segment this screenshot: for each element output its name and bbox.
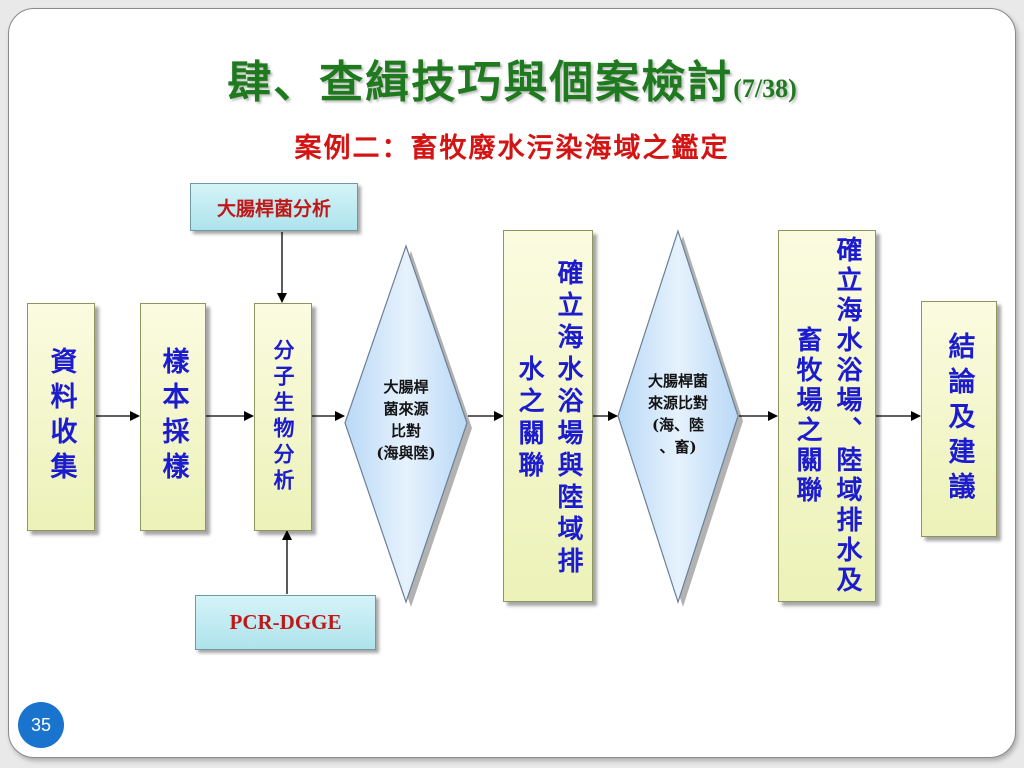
step-beach-drainage-livestock-link-text: 確立海水浴場、陸域排水及畜牧場之關聯 [792,236,862,596]
slide-title: 肆、查緝技巧與個案檢討(7/38) [0,46,1024,110]
step-beach-drainage-link: 確立海水浴場與陸域排水之關聯 [503,230,593,602]
diamond-2-line-4: 、畜) [659,438,697,456]
step-conclusion: 結論及建議 [921,301,997,537]
title-main: 肆、查緝技巧與個案檢討 [227,57,734,108]
step-molecular-analysis-text: 分子生物分析 [271,339,296,495]
step-conclusion-text: 結論及建議 [943,331,975,507]
diamond-1-text: 大腸桿 菌來源 比對 (海與陸) [356,376,456,464]
step-beach-drainage-link-text: 確立海水浴場與陸域排水之關聯 [514,259,583,579]
step-data-collection-text: 資料收集 [45,347,77,487]
ecoli-analysis-label: 大腸桿菌分析 [190,183,358,231]
page-number-badge: 35 [18,702,64,748]
step-molecular-analysis: 分子生物分析 [254,303,312,531]
step-beach-drainage-livestock-link: 確立海水浴場、陸域排水及畜牧場之關聯 [778,230,876,602]
diamond-2-line-3: (海、陸 [651,416,705,434]
page-number: 35 [30,714,52,735]
title-counter: (7/38) [733,74,797,103]
step-sampling-text: 樣本採樣 [157,347,189,487]
diamond-1-line-2: 菌來源 [383,400,429,418]
diamond-1 [344,244,468,604]
pcr-dgge-text: PCR-DGGE [229,610,342,634]
diamond-2 [617,229,739,604]
diamond-1-line-3: 比對 [390,422,421,440]
pcr-dgge-label: PCR-DGGE [195,595,376,650]
slide-subtitle: 案例二：畜牧廢水污染海域之鑑定 [294,133,730,164]
diamond-2-line-1: 大腸桿菌 [647,372,708,390]
step-data-collection: 資料收集 [27,303,95,531]
diamond-1-line-4: (海與陸) [376,444,436,462]
diamond-1-line-1: 大腸桿 [383,378,429,396]
diamond-2-line-2: 來源比對 [647,394,708,412]
diamond-2-text: 大腸桿菌 來源比對 (海、陸 、畜) [622,370,734,458]
ecoli-analysis-text: 大腸桿菌分析 [216,197,331,220]
step-sampling: 樣本採樣 [140,303,206,531]
